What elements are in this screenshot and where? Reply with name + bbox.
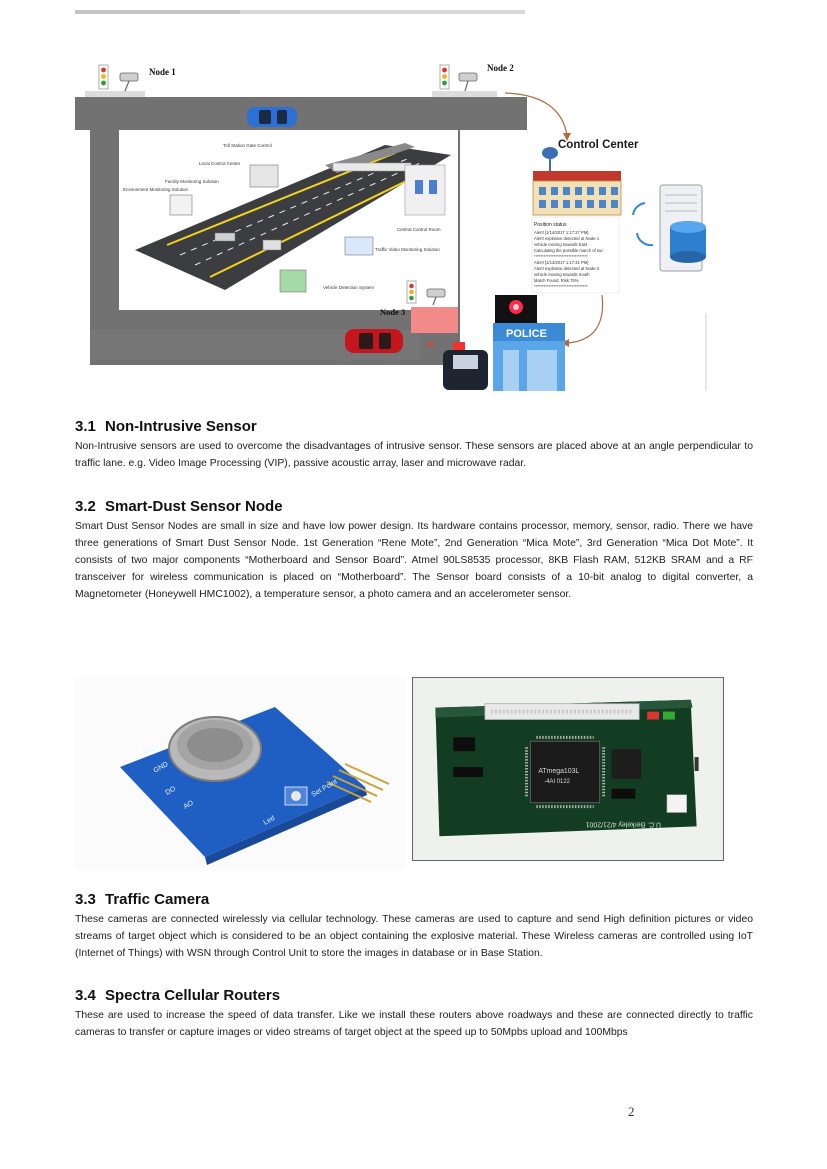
blue-car-icon — [247, 107, 297, 127]
highway-infographic: Toll Station Gate Control Local Control … — [123, 143, 451, 293]
status-log-line: Alert! explosive detected at Node-2 — [534, 266, 600, 271]
control-center-building-icon — [532, 147, 622, 216]
header-pins-icon — [326, 763, 390, 803]
node-1-sensor-icon — [85, 64, 145, 97]
section-heading: 3.2 Smart-Dust Sensor Node — [75, 498, 753, 515]
status-log-panel: Position status Alert! [1/14/2017 1:17:2… — [531, 216, 620, 294]
node-2-label: Node 2 — [487, 63, 514, 73]
board-silk-label: U.C. Berkeley 4/21/2001 — [586, 820, 661, 827]
section-number: 3.3 — [75, 891, 96, 908]
status-log-line: vehicle moving towards East — [534, 242, 588, 247]
section-smart-dust-sensor-node: 3.2 Smart-Dust Sensor Node Smart Dust Sen… — [75, 498, 753, 603]
connector-icon — [484, 703, 640, 720]
section-spectra-cellular-routers: 3.4 Spectra Cellular Routers These are us… — [75, 987, 753, 1041]
status-log-line: Alert! [1/14/2017 1:17:27 PM] — [534, 230, 588, 235]
status-log-title: Position status — [534, 222, 567, 228]
board-silk-label: AO — [183, 799, 196, 810]
svg-text:«: « — [427, 335, 435, 351]
status-log-line: Alert! [1/14/2017 1:17:41 PM] — [534, 260, 588, 265]
section-non-intrusive-sensor: 3.1 Non-Intrusive Sensor Non-Intrusive se… — [75, 418, 753, 472]
infographic-label: Toll Station Gate Control — [223, 143, 272, 148]
header-rule — [75, 10, 525, 14]
infographic-label: Central Control Room — [397, 227, 441, 232]
chip-label: ATmega103L — [538, 768, 579, 775]
section-heading: 3.1 Non-Intrusive Sensor — [75, 418, 753, 435]
node-3-sensor-icon — [406, 280, 458, 333]
potentiometer-icon — [284, 786, 308, 806]
smart-highway-system-figure: Node 1 Node 2 Toll Station Gate Contr — [75, 63, 707, 391]
section-title: Spectra Cellular Routers — [105, 987, 281, 1004]
status-log-line: ********************************* — [534, 254, 588, 259]
mica-mote-motherboard-photo: ATmega103L -4AI 0122 U.C. Berkeley 4/21/… — [412, 677, 724, 861]
section-number: 3.1 — [75, 418, 96, 435]
section-title: Traffic Camera — [105, 891, 210, 908]
control-center-label: Control Center — [558, 139, 639, 151]
infographic-label: Environment Monitoring Solution — [123, 187, 189, 192]
node-2-sensor-icon — [432, 64, 497, 97]
section-traffic-camera: 3.3 Traffic Camera These cameras are conn… — [75, 891, 753, 962]
node-1-label: Node 1 — [149, 67, 176, 77]
infographic-label: Vehicle Detection System — [323, 285, 374, 290]
red-car-icon: « — [345, 329, 435, 353]
microcontroller-chip-icon — [524, 735, 606, 809]
status-log-line: Alert! explosive detected at Node-1 — [534, 236, 600, 241]
section-body: Non-Intrusive sensors are used to overco… — [75, 441, 753, 469]
police-label: POLICE — [506, 328, 547, 340]
infographic-label: Traffic Video Monitoring Solution — [375, 247, 440, 252]
gas-sensor-module-photo: Vcc GND DO AO Led Set Point — [75, 677, 405, 870]
section-body: These cameras are connected wirelessly v… — [75, 914, 753, 959]
section-title: Non-Intrusive Sensor — [105, 418, 257, 435]
node-3-label: Node 3 — [380, 307, 405, 317]
status-log-line: ********************************* — [534, 284, 588, 289]
status-log-line: Calculating the possible march of suc — [534, 248, 603, 253]
board-silk-label: DO — [165, 785, 178, 797]
status-log-line: vehicle moving towards South — [534, 272, 590, 277]
board-silk-label: Led — [263, 815, 277, 827]
status-log-line: Match Found. Risk 75% — [534, 278, 579, 283]
infographic-label: Local Control Center — [199, 161, 241, 166]
section-heading: 3.4 Spectra Cellular Routers — [75, 987, 753, 1004]
section-body: These are used to increase the speed of … — [75, 1010, 753, 1038]
database-server-icon — [632, 184, 706, 272]
infographic-label: Facility Monitoring Solution — [165, 179, 219, 184]
section-heading: 3.3 Traffic Camera — [75, 891, 753, 908]
police-station-icon — [493, 295, 565, 391]
section-title: Smart-Dust Sensor Node — [105, 498, 283, 515]
section-body: Smart Dust Sensor Nodes are small in siz… — [75, 521, 753, 600]
police-car-icon — [443, 342, 488, 390]
page-number: 2 — [628, 1104, 635, 1119]
section-number: 3.4 — [75, 987, 96, 1004]
chip-label: -4AI 0122 — [544, 779, 570, 785]
section-number: 3.2 — [75, 498, 96, 515]
